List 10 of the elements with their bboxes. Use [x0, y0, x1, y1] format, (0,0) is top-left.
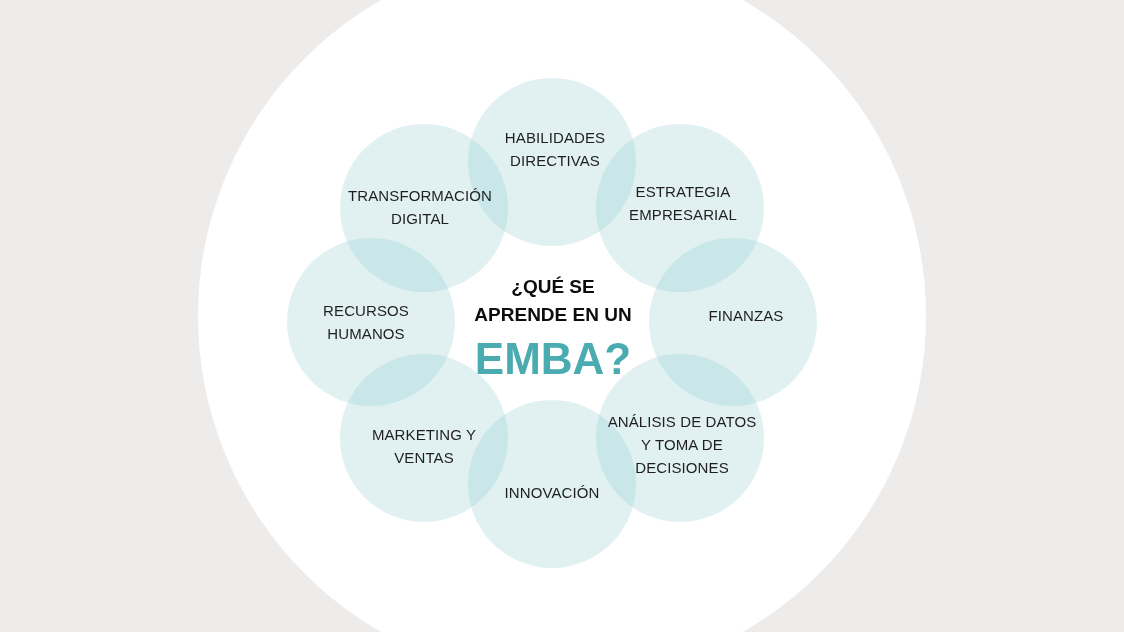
topic-label: TRANSFORMACIÓN DIGITAL: [347, 186, 493, 229]
topic-label: RECURSOS HUMANOS: [322, 301, 410, 344]
topic-label: MARKETING Y VENTAS: [370, 425, 478, 468]
highlight-text: EMBA?: [473, 333, 633, 385]
topic-label: ESTRATEGIA EMPRESARIAL: [628, 182, 738, 225]
topic-label: ANÁLISIS DE DATOS Y TOMA DE DECISIONES: [606, 411, 758, 478]
topic-label: INNOVACIÓN: [503, 482, 601, 503]
topic-label: FINANZAS: [707, 305, 785, 326]
heading-text: ¿QUÉ SE APRENDE EN UN: [473, 275, 633, 327]
topic-label: HABILIDADES DIRECTIVAS: [503, 128, 607, 171]
